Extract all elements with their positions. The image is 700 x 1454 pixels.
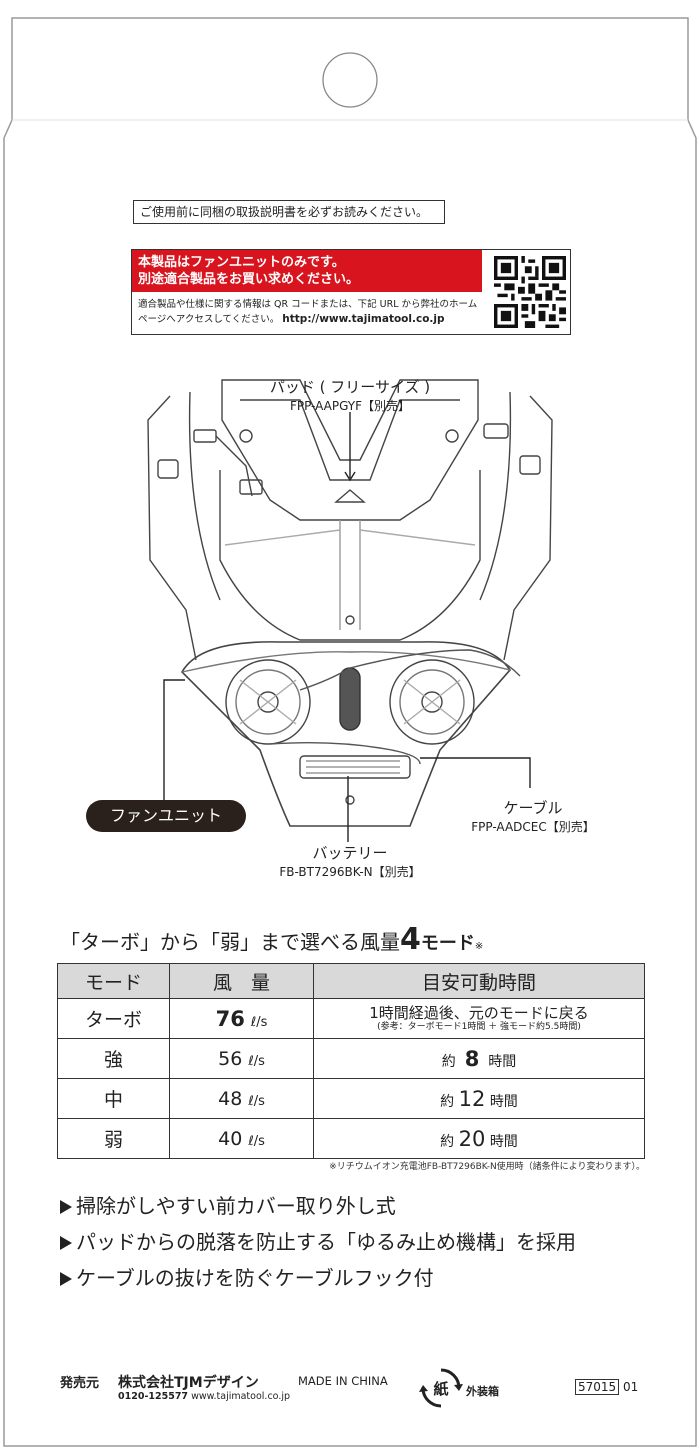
mode-cell: 弱 xyxy=(57,1118,170,1159)
recycle-mark-text: 紙 xyxy=(433,1380,448,1398)
airflow-cell: 40 ℓ/s xyxy=(169,1118,314,1159)
runtime-prefix: 約 xyxy=(440,1093,455,1110)
triangle-bullet-icon xyxy=(60,1236,72,1250)
mode-word: モード xyxy=(420,933,475,954)
alert-line-2: 別途適合製品をお買い求めください。 xyxy=(138,272,360,287)
mode-heading: 「ターボ」から「弱」まで選べる風量4モード※ xyxy=(60,922,483,957)
airflow-cell: 76 ℓ/s xyxy=(169,998,314,1039)
alert-line-1: 本製品はファンユニットのみです。 xyxy=(138,255,345,270)
table-footnote: ※リチウムイオン充電池FB-BT7296BK-N使用時（諸条件により変わります）… xyxy=(329,1162,645,1172)
runtime-hours: 8 xyxy=(464,1046,480,1071)
mode-count: 4 xyxy=(400,922,421,957)
triangle-bullet-icon xyxy=(60,1200,72,1214)
made-in-label: MADE IN CHINA xyxy=(298,1374,388,1388)
product-info-box: 本製品はファンユニットのみです。 別途適合製品をお買い求めください。 適合製品や… xyxy=(131,249,571,335)
header-runtime: 目安可動時間 xyxy=(313,963,645,999)
product-code-suffix: 01 xyxy=(623,1380,639,1394)
product-diagram xyxy=(147,379,553,842)
fan-unit-badge: ファンユニット xyxy=(86,800,246,832)
seller-name: 株式会社TJMデザイン xyxy=(118,1375,259,1391)
info-text-line-2: ページへアクセスしてください。 xyxy=(138,314,280,325)
feature-list: 掃除がしやすい前カバー取り外し式 パッドからの脱落を防止する「ゆるみ止め機構」を… xyxy=(60,1188,576,1296)
mode-note-mark: ※ xyxy=(474,941,484,952)
paper-recycle-icon: 紙 xyxy=(419,1368,463,1408)
triangle-bullet-icon xyxy=(60,1272,72,1286)
feature-item: パッドからの脱落を防止する「ゆるみ止め機構」を採用 xyxy=(60,1224,576,1260)
header-airflow: 風 量 xyxy=(169,963,314,999)
cable-label: ケーブル FPP-AADCEC【別売】 xyxy=(458,797,608,835)
runtime-suffix: 時間 xyxy=(489,1093,518,1110)
airflow-unit: ℓ/s xyxy=(248,1093,265,1109)
runtime-suffix: 時間 xyxy=(488,1053,517,1070)
table-row-weak: 弱 40 ℓ/s 約 20 時間 xyxy=(57,1118,645,1159)
airflow-value: 56 xyxy=(218,1047,243,1070)
phone-number[interactable]: 0120-125577 xyxy=(118,1391,189,1402)
runtime-prefix: 約 xyxy=(440,1133,455,1150)
pad-label: パッド ( フリーサイズ ) FPP-AAPGYF【別売】 xyxy=(250,376,450,414)
pad-name: パッド ( フリーサイズ ) xyxy=(269,378,431,396)
airflow-value: 48 xyxy=(218,1087,243,1110)
battery-name: バッテリー xyxy=(312,844,388,862)
runtime-prefix: 約 xyxy=(441,1053,456,1070)
battery-label: バッテリー FB-BT7296BK-N【別売】 xyxy=(260,842,440,880)
runtime-cell: 約 20 時間 xyxy=(313,1118,645,1159)
battery-model: FB-BT7296BK-N【別売】 xyxy=(279,865,421,879)
runtime-hours: 20 xyxy=(458,1126,486,1151)
runtime-suffix: 時間 xyxy=(489,1133,518,1150)
seller-label: 発売元 xyxy=(60,1376,100,1391)
runtime-subnote: (参考：ターボモード1時間 ＋ 強モード約5.5時間) xyxy=(377,1022,581,1032)
product-code: 57015 01 xyxy=(575,1379,639,1395)
cable-model: FPP-AADCEC【別売】 xyxy=(471,820,595,834)
seller-website[interactable]: www.tajimatool.co.jp xyxy=(191,1391,291,1402)
table-row-turbo: ターボ 76 ℓ/s 1時間経過後、元のモードに戻る (参考：ターボモード1時間… xyxy=(57,998,645,1039)
mode-cell: 強 xyxy=(57,1038,170,1079)
seller-contact: 0120-125577 www.tajimatool.co.jp xyxy=(118,1391,290,1402)
runtime-text: 1時間経過後、元のモードに戻る xyxy=(369,1004,589,1022)
website-url[interactable]: http://www.tajimatool.co.jp xyxy=(282,313,445,325)
feature-item: 掃除がしやすい前カバー取り外し式 xyxy=(60,1188,576,1224)
runtime-hours: 12 xyxy=(458,1086,486,1111)
mode-cell: 中 xyxy=(57,1078,170,1119)
runtime-cell: 約 12 時間 xyxy=(313,1078,645,1119)
feature-item: ケーブルの抜けを防ぐケーブルフック付 xyxy=(60,1260,576,1296)
package-label: 外装箱 xyxy=(466,1385,499,1398)
table-row-medium: 中 48 ℓ/s 約 12 時間 xyxy=(57,1078,645,1119)
table-header-row: モード 風 量 目安可動時間 xyxy=(57,963,645,999)
airflow-cell: 48 ℓ/s xyxy=(169,1078,314,1119)
airflow-unit: ℓ/s xyxy=(248,1133,265,1149)
qr-code-icon[interactable] xyxy=(494,256,566,328)
mode-cell: ターボ xyxy=(57,998,170,1039)
airflow-value: 76 xyxy=(215,1006,245,1031)
cable-name: ケーブル xyxy=(503,799,563,817)
runtime-cell: 約 8 時間 xyxy=(313,1038,645,1079)
info-text-line-1: 適合製品や仕様に関する情報は QR コードまたは、下記 URL から弊社のホーム xyxy=(138,299,478,310)
mode-heading-text: 「ターボ」から「弱」まで選べる風量 xyxy=(60,930,400,954)
runtime-cell: 1時間経過後、元のモードに戻る (参考：ターボモード1時間 ＋ 強モード約5.5… xyxy=(313,998,645,1039)
airflow-unit: ℓ/s xyxy=(248,1053,265,1069)
airflow-unit: ℓ/s xyxy=(250,1014,268,1030)
product-code-number: 57015 xyxy=(575,1379,620,1395)
info-text: 適合製品や仕様に関する情報は QR コードまたは、下記 URL から弊社のホーム… xyxy=(138,297,488,327)
read-manual-notice: ご使用前に同梱の取扱説明書を必ずお読みください。 xyxy=(133,200,445,224)
mode-table: モード 風 量 目安可動時間 ターボ 76 ℓ/s 1時間経過後、元のモードに戻… xyxy=(57,963,645,1159)
airflow-cell: 56 ℓ/s xyxy=(169,1038,314,1079)
fan-only-alert: 本製品はファンユニットのみです。 別途適合製品をお買い求めください。 xyxy=(132,250,482,292)
header-mode: モード xyxy=(57,963,170,999)
table-row-strong: 強 56 ℓ/s 約 8 時間 xyxy=(57,1038,645,1079)
hang-hole xyxy=(322,52,378,108)
airflow-value: 40 xyxy=(218,1127,243,1150)
pad-model: FPP-AAPGYF【別売】 xyxy=(289,399,411,413)
